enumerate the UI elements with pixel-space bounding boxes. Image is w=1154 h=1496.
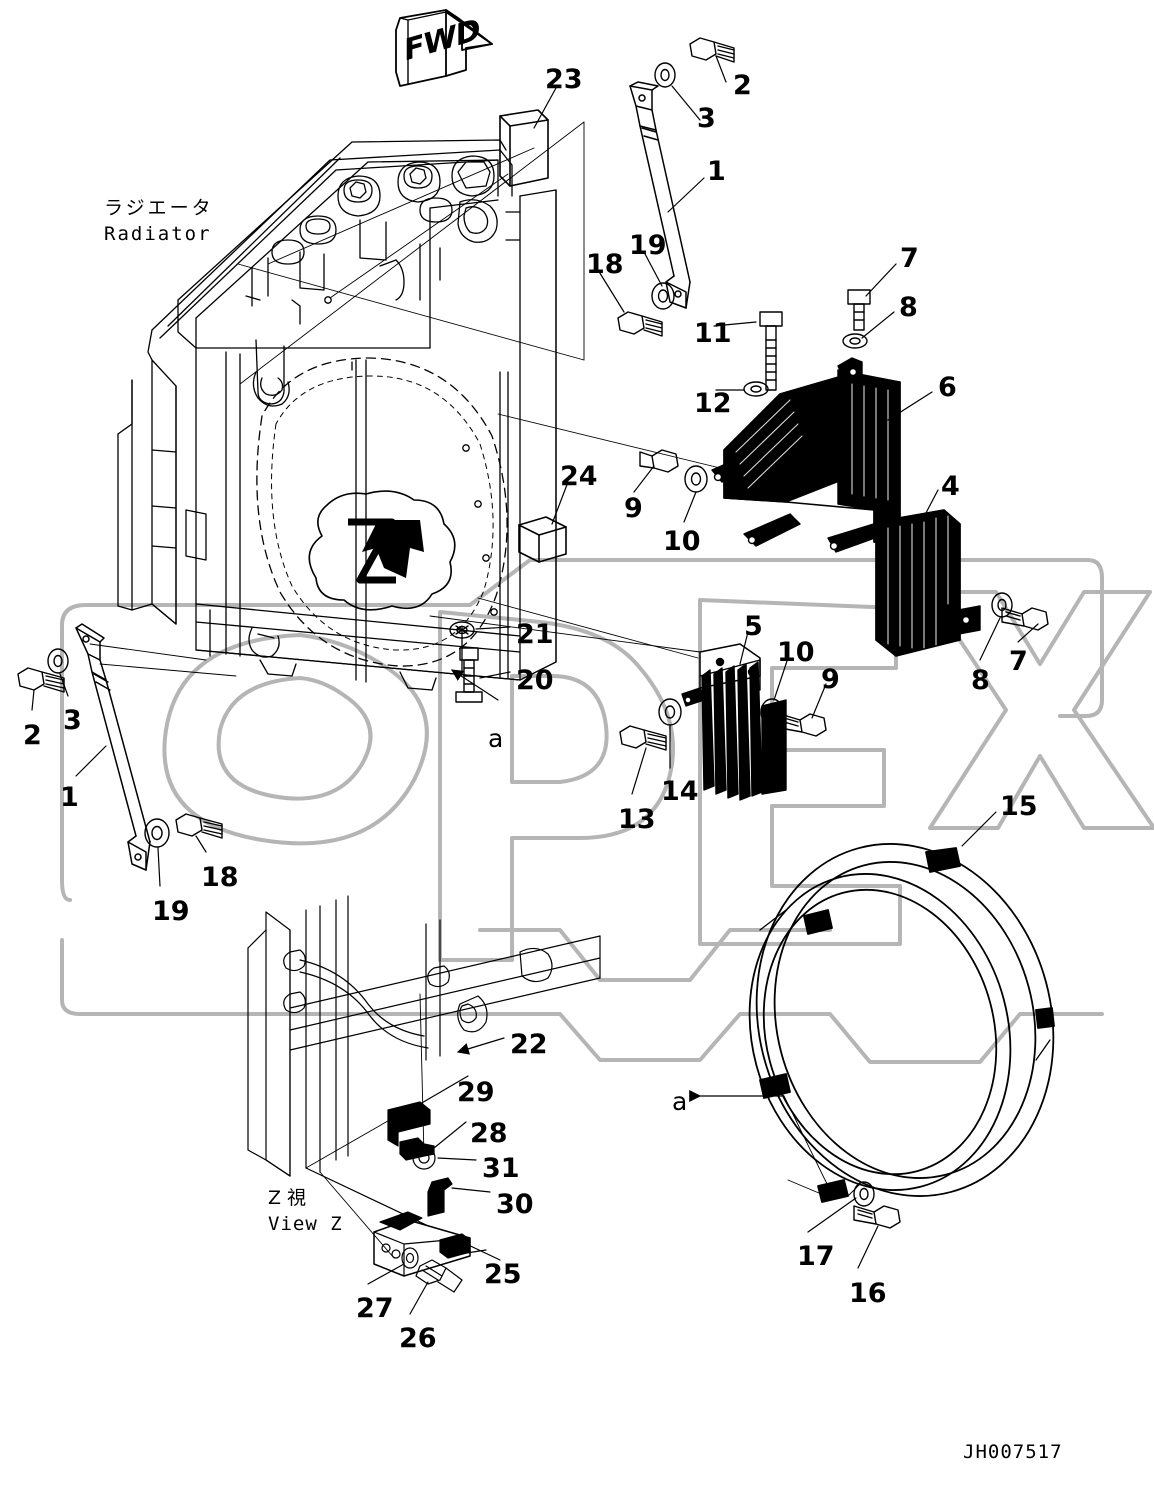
callout-number-9: 9: [821, 664, 840, 695]
callout-number-18: 18: [586, 249, 624, 280]
callout-number-2: 2: [23, 720, 42, 751]
washer-8-bottom: [991, 592, 1013, 618]
callout-number-10: 10: [663, 526, 701, 557]
callout-number-11: 11: [694, 318, 732, 349]
callout-number-20: 20: [516, 665, 554, 696]
view-z-label-en: View Z: [268, 1212, 343, 1235]
callout-number-7: 7: [900, 243, 919, 274]
bolt-7-top: [847, 289, 871, 331]
after-cooler-4: [827, 509, 981, 657]
callout-number-12: 12: [694, 388, 732, 419]
callout-number-1: 1: [707, 156, 726, 187]
a-marker-center: a: [488, 724, 504, 753]
callout-number-9: 9: [624, 493, 643, 524]
bolt-2-top: [689, 37, 735, 63]
callout-number-19: 19: [152, 896, 190, 927]
callout-number-29: 29: [457, 1077, 495, 1108]
callout-number-24: 24: [560, 461, 598, 492]
callout-number-7: 7: [1009, 646, 1028, 677]
callout-number-17: 17: [797, 1241, 835, 1272]
callout-number-2: 2: [733, 70, 752, 101]
callout-number-14: 14: [661, 776, 699, 807]
callout-number-16: 16: [849, 1278, 887, 1309]
callout-number-25: 25: [484, 1259, 522, 1290]
bolt-2-left: [17, 667, 65, 693]
bolt-11: [759, 311, 783, 391]
radiator-label-en: Radiator: [104, 222, 212, 245]
view-z-label-jp: Z 視: [268, 1187, 307, 1209]
callout-number-3: 3: [697, 103, 716, 134]
callout-number-6: 6: [938, 372, 957, 403]
callout-number-21: 21: [516, 619, 554, 650]
oil-cooler-6: [711, 357, 901, 547]
bolt-20: [455, 647, 483, 703]
part-24-block: [518, 516, 567, 563]
z-view-indicator: [308, 490, 456, 611]
callout-number-18: 18: [201, 862, 239, 893]
washer-21: [449, 621, 475, 639]
radiator-label: ラジエータ Radiator: [104, 196, 214, 247]
fwd-arrow-icon: [395, 9, 493, 87]
leader-lines: [31, 55, 1039, 1315]
washer-3-left: [47, 648, 69, 674]
small-cooler-5: [681, 643, 787, 801]
callout-number-8: 8: [899, 292, 918, 323]
bolt-16: [853, 1205, 901, 1229]
washer-8-top: [842, 333, 868, 349]
callout-number-13: 13: [618, 804, 656, 835]
stay-rod-left: [75, 623, 151, 871]
callout-number-3: 3: [63, 705, 82, 736]
callout-number-19: 19: [629, 230, 667, 261]
callout-number-10: 10: [777, 637, 815, 668]
washer-10-top: [684, 465, 708, 493]
radiator-assembly: [117, 139, 557, 691]
callout-number-8: 8: [971, 665, 990, 696]
bolt-13: [619, 725, 667, 751]
bolt-9-bottom: [779, 713, 827, 737]
washer-3-top: [654, 62, 676, 88]
bolt-7-bottom: [1001, 607, 1049, 631]
view-z-label: Z 視 View Z: [268, 1186, 343, 1237]
radiator-label-jp: ラジエータ: [104, 197, 214, 219]
fan-shroud-15: [748, 843, 1055, 1203]
washer-19-left: [144, 818, 170, 848]
callout-number-1: 1: [60, 782, 79, 813]
callout-number-4: 4: [941, 471, 960, 502]
callout-number-22: 22: [510, 1029, 548, 1060]
a-marker-shroud: a: [672, 1087, 688, 1116]
stay-rod-top: [629, 81, 691, 309]
bolt-18-left: [175, 813, 223, 839]
view-z-assembly: [247, 895, 601, 1293]
callout-number-23: 23: [545, 64, 583, 95]
washer-19-top: [651, 282, 675, 310]
bolt-18-top: [617, 311, 663, 337]
callout-number-27: 27: [356, 1293, 394, 1324]
callout-number-31: 31: [482, 1153, 520, 1184]
washer-17: [853, 1181, 875, 1207]
callout-number-26: 26: [399, 1323, 437, 1354]
callout-number-15: 15: [1000, 791, 1038, 822]
callout-number-5: 5: [744, 611, 763, 642]
washer-12: [743, 381, 769, 397]
drawing-number: JH007517: [963, 1441, 1063, 1463]
bolt-9-top: [639, 449, 679, 473]
part-23-plate: [499, 109, 549, 187]
callout-number-30: 30: [496, 1189, 534, 1220]
callout-number-28: 28: [470, 1118, 508, 1149]
washer-14: [658, 698, 682, 726]
